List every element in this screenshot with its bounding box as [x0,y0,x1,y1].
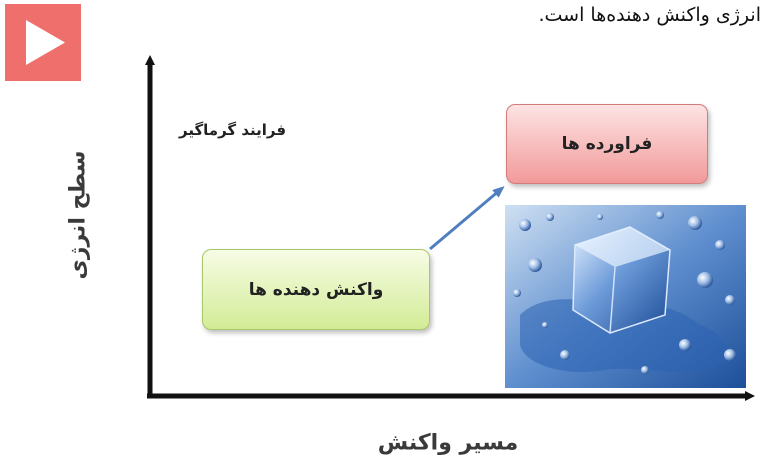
melting-ice-image [505,205,746,388]
products-label: فراورده ها [561,134,653,154]
reaction-arrow [429,186,505,251]
reactants-box: واکنش دهنده ها [202,249,430,330]
products-box: فراورده ها [506,104,708,184]
play-button[interactable] [5,4,81,81]
x-axis-label: مسیر واکنش [377,430,519,456]
process-type-label: فرایند گرماگیر [179,121,287,139]
header-text: انرژی واکنش دهنده‌ها است. [538,4,761,26]
reactants-label: واکنش دهنده ها [248,279,384,300]
y-axis-label: سطح انرژی [65,150,91,280]
play-icon [26,20,65,65]
